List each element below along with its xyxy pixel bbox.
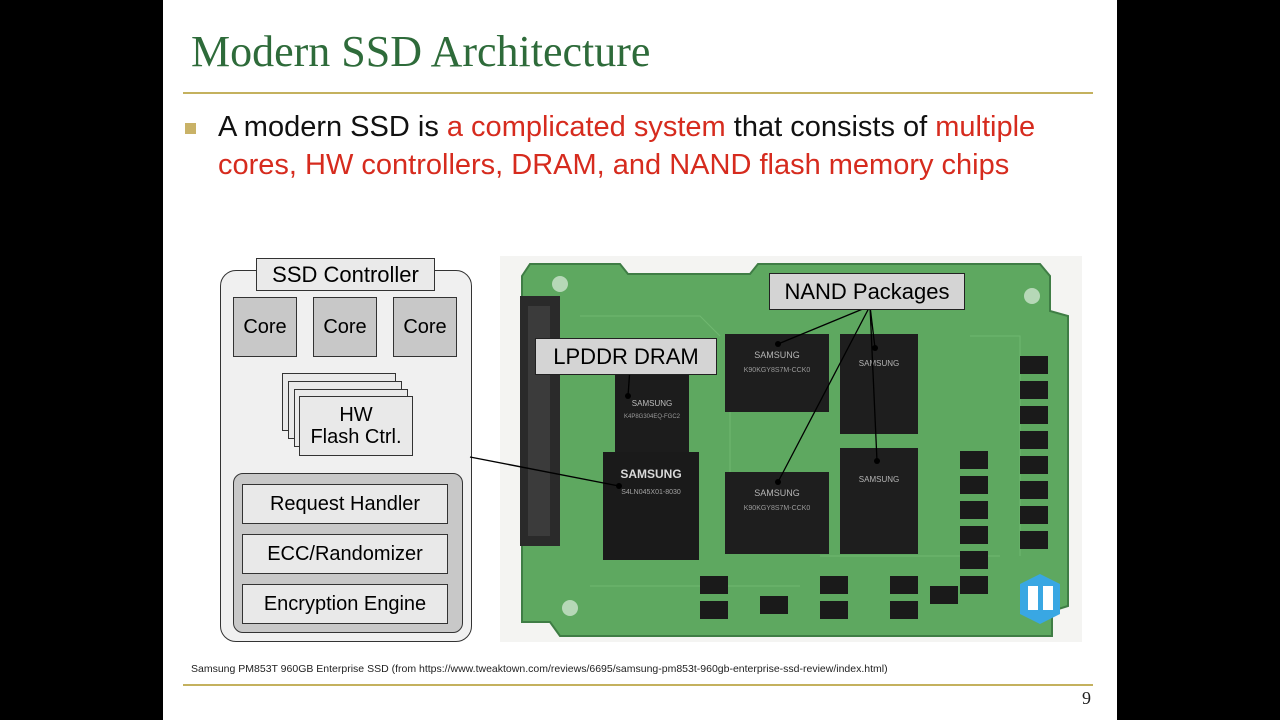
- svg-text:K90KGY8S7M-CCK0: K90KGY8S7M-CCK0: [744, 505, 811, 512]
- bullet-highlight-2: multiple cores, HW controllers, DRAM, an…: [218, 111, 1036, 181]
- nand-chip-4: [840, 448, 918, 554]
- svg-text:SAMSUNG: SAMSUNG: [632, 399, 672, 408]
- bullet-text: A modern SSD is a complicated system tha…: [218, 108, 1078, 184]
- tweaktown-logo: [1020, 574, 1060, 624]
- bullet-part-1: A modern SSD is: [218, 111, 447, 143]
- core-box-1: Core: [233, 297, 297, 357]
- bullet-marker: [185, 123, 196, 134]
- callout-nand-packages: NAND Packages: [769, 273, 965, 310]
- bullet-highlight-1: a complicated system: [446, 111, 726, 143]
- nand-chip-2: [840, 334, 918, 434]
- svg-text:SAMSUNG: SAMSUNG: [754, 350, 800, 360]
- dram-chip: [615, 374, 689, 452]
- callout-lpddr-dram: LPDDR DRAM: [535, 338, 717, 375]
- request-handler-box: Request Handler: [242, 484, 448, 524]
- ecc-randomizer-box: ECC/Randomizer: [242, 534, 448, 574]
- core-box-2: Core: [313, 297, 377, 357]
- encryption-engine-box: Encryption Engine: [242, 584, 448, 624]
- svg-text:SAMSUNG: SAMSUNG: [859, 475, 899, 484]
- hw-flash-ctrl-box: HW Flash Ctrl.: [299, 396, 413, 456]
- svg-text:K90KGY8S7M-CCK0: K90KGY8S7M-CCK0: [744, 367, 811, 374]
- nand-chip-1: [725, 334, 829, 412]
- callout-leader-lines: [627, 305, 878, 483]
- photo-caption: Samsung PM853T 960GB Enterprise SSD (fro…: [191, 663, 888, 675]
- ssd-controller-label: SSD Controller: [256, 258, 435, 291]
- slide-title: Modern SSD Architecture: [191, 27, 651, 76]
- capacitor-column: [700, 356, 1048, 619]
- slide: Modern SSD Architecture A modern SSD is …: [163, 0, 1117, 720]
- svg-text:SAMSUNG: SAMSUNG: [859, 359, 899, 368]
- nand-chip-3: [725, 472, 829, 554]
- core-box-3: Core: [393, 297, 457, 357]
- bullet-part-3: that consists of: [725, 111, 936, 143]
- svg-text:K4P8G304EQ-FGC2: K4P8G304EQ-FGC2: [624, 414, 681, 420]
- title-rule: [183, 92, 1093, 94]
- page-number: 9: [1082, 688, 1091, 708]
- svg-text:S4LN045X01-8030: S4LN045X01-8030: [621, 489, 681, 496]
- ssd-pcb-photo: SAMSUNG K4P8G304EQ-FGC2 SAMSUNG S4LN045X…: [500, 256, 1082, 642]
- svg-text:SAMSUNG: SAMSUNG: [754, 488, 800, 498]
- footer-rule: [183, 684, 1093, 686]
- svg-text:SAMSUNG: SAMSUNG: [620, 467, 681, 481]
